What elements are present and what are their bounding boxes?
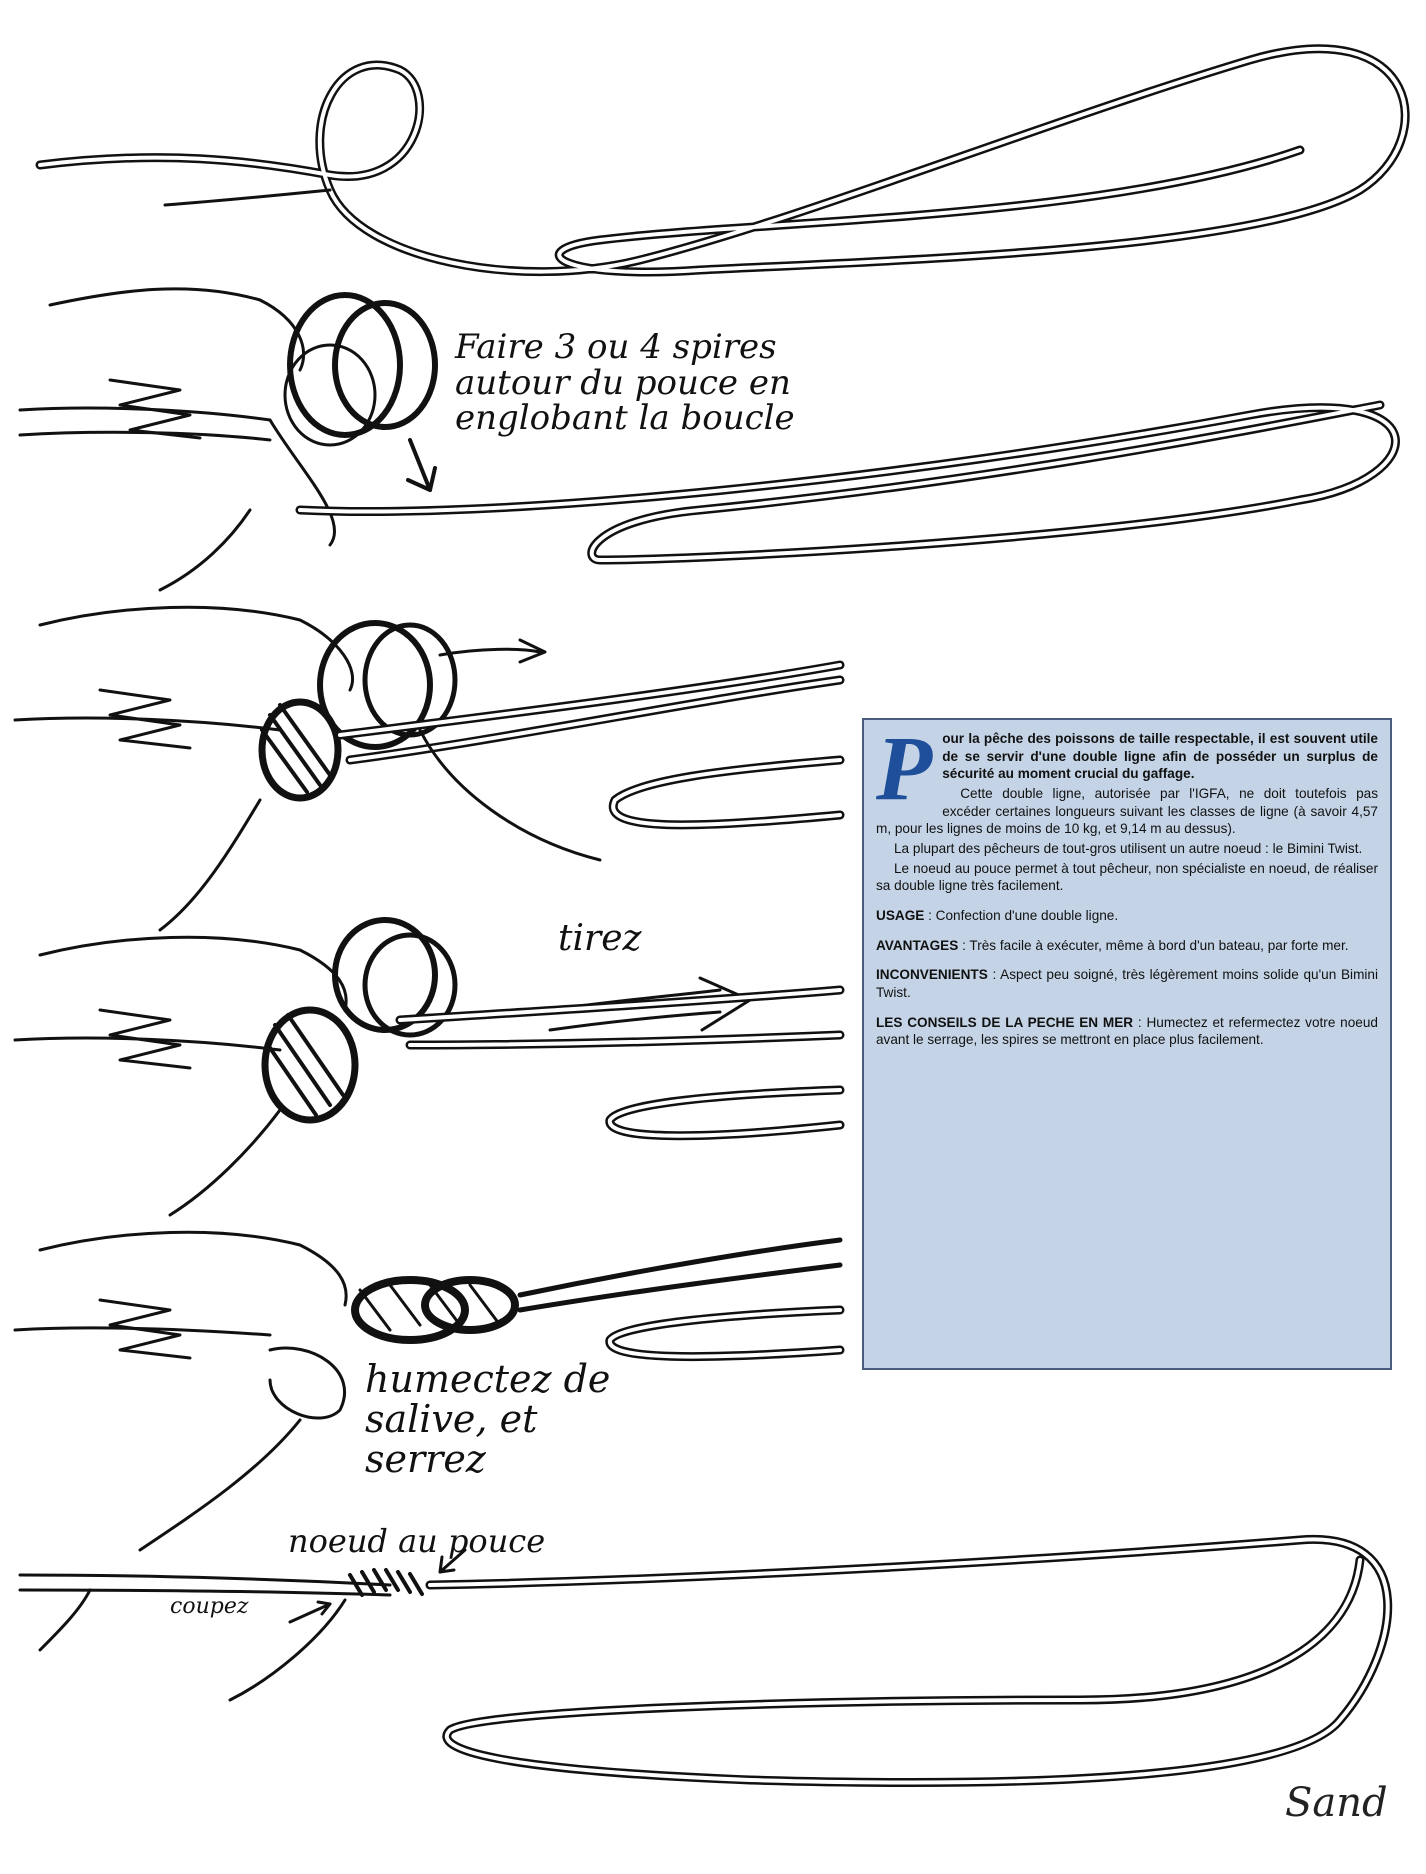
step4-pull [15,920,840,1215]
advantages-label: AVANTAGES [876,938,958,953]
drawbacks-label: INCONVENIENTS [876,967,988,982]
artist-signature: Sand [1285,1780,1388,1826]
advantages-text: : Très facile à exécuter, même à bord d'… [958,938,1348,953]
advice-label: LES CONSEILS DE LA PECHE EN MER [876,1015,1133,1030]
annotation-pull: tirez [558,920,641,958]
annotation-moisten: humectez de salive, et serrez [365,1360,625,1480]
step1-line-loop [40,49,1405,272]
usage-text: : Confection d'une double ligne. [924,908,1118,923]
annotation-knot-name: noeud au pouce [288,1525,545,1559]
usage-line: USAGE : Confection d'une double ligne. [876,907,1378,925]
advice-line: LES CONSEILS DE LA PECHE EN MER : Humect… [876,1014,1378,1049]
drawbacks-line: INCONVENIENTS : Aspect peu soigné, très … [876,966,1378,1001]
annotation-cut: coupez [170,1595,248,1618]
info-box: P our la pêche des poissons de taille re… [862,718,1392,1370]
paragraph-thumb-knot: Le noeud au pouce permet à tout pêcheur,… [876,860,1378,895]
intro-paragraph: our la pêche des poissons de taille resp… [876,730,1378,783]
step3-hand-coil [15,607,840,930]
paragraph-double-line: Cette double ligne, autorisée par l'IGFA… [876,785,1378,838]
step6-finished [20,1539,1388,1782]
drop-cap: P [876,732,932,804]
paragraph-bimini: La plupart des pêcheurs de tout-gros uti… [876,840,1378,858]
annotation-wrap-turns: Faire 3 ou 4 spires autour du pouce en e… [455,330,815,437]
advantages-line: AVANTAGES : Très facile à exécuter, même… [876,937,1378,955]
usage-label: USAGE [876,908,924,923]
